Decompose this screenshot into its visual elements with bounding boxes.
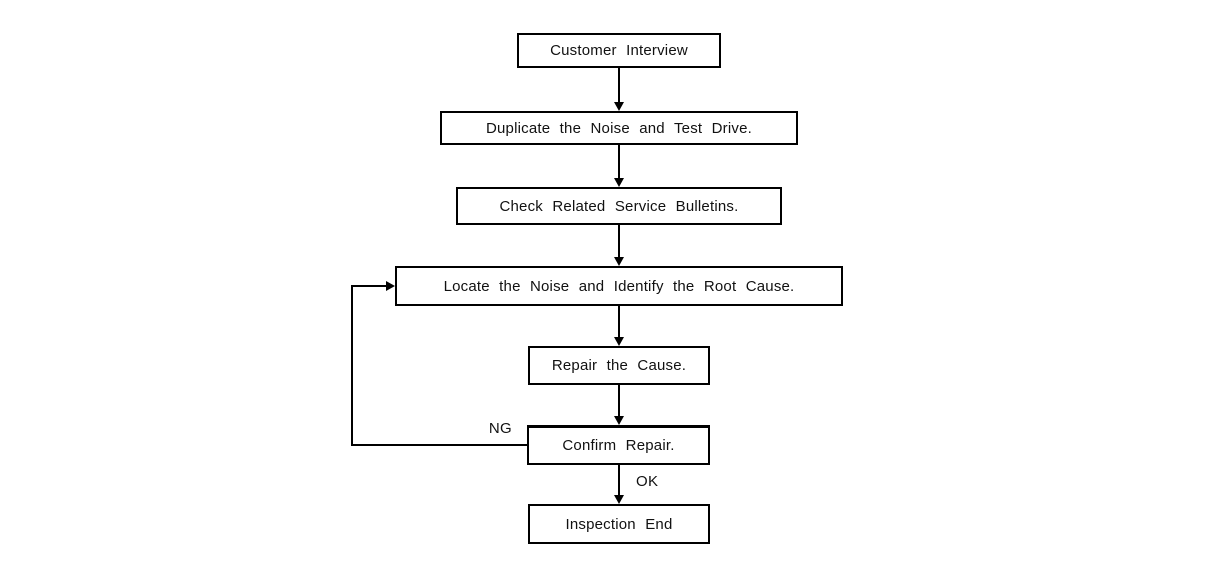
arrowhead-down-1 [614, 102, 624, 111]
loop-line-bottom [351, 444, 527, 446]
flow-node-duplicate-noise-test-drive: Duplicate the Noise and Test Drive. [440, 111, 798, 145]
flow-node-locate-noise-root-cause: Locate the Noise and Identify the Root C… [395, 266, 843, 306]
flow-node-check-service-bulletins: Check Related Service Bulletins. [456, 187, 782, 225]
flow-node-label: Confirm Repair. [562, 437, 675, 454]
connector-line-6 [618, 465, 620, 496]
loop-line-top [351, 285, 386, 287]
connector-line-1 [618, 68, 620, 104]
loop-line-vertical [351, 285, 353, 446]
flow-node-confirm-repair: Confirm Repair. [527, 425, 710, 465]
flow-node-inspection-end: Inspection End [528, 504, 710, 544]
arrowhead-down-2 [614, 178, 624, 187]
arrowhead-down-4 [614, 337, 624, 346]
flow-node-repair-cause: Repair the Cause. [528, 346, 710, 385]
flow-node-label: Check Related Service Bulletins. [499, 197, 739, 215]
connector-line-2 [618, 145, 620, 179]
flow-node-label: Customer Interview [550, 42, 688, 59]
arrowhead-right-loop [386, 281, 395, 291]
flow-node-label: Duplicate the Noise and Test Drive. [485, 119, 752, 137]
flow-node-label: Inspection End [565, 515, 673, 533]
flow-node-customer-interview: Customer Interview [517, 33, 721, 68]
edge-label-ok: OK [636, 473, 659, 490]
arrowhead-down-6 [614, 495, 624, 504]
flow-node-label: Repair the Cause. [551, 357, 687, 374]
arrowhead-down-5 [614, 416, 624, 425]
edge-label-ng: NG [488, 420, 512, 437]
connector-line-4 [618, 306, 620, 338]
flow-node-label: Locate the Noise and Identify the Root C… [443, 277, 795, 295]
connector-line-5 [618, 385, 620, 417]
arrowhead-down-3 [614, 257, 624, 266]
connector-line-3 [618, 225, 620, 258]
